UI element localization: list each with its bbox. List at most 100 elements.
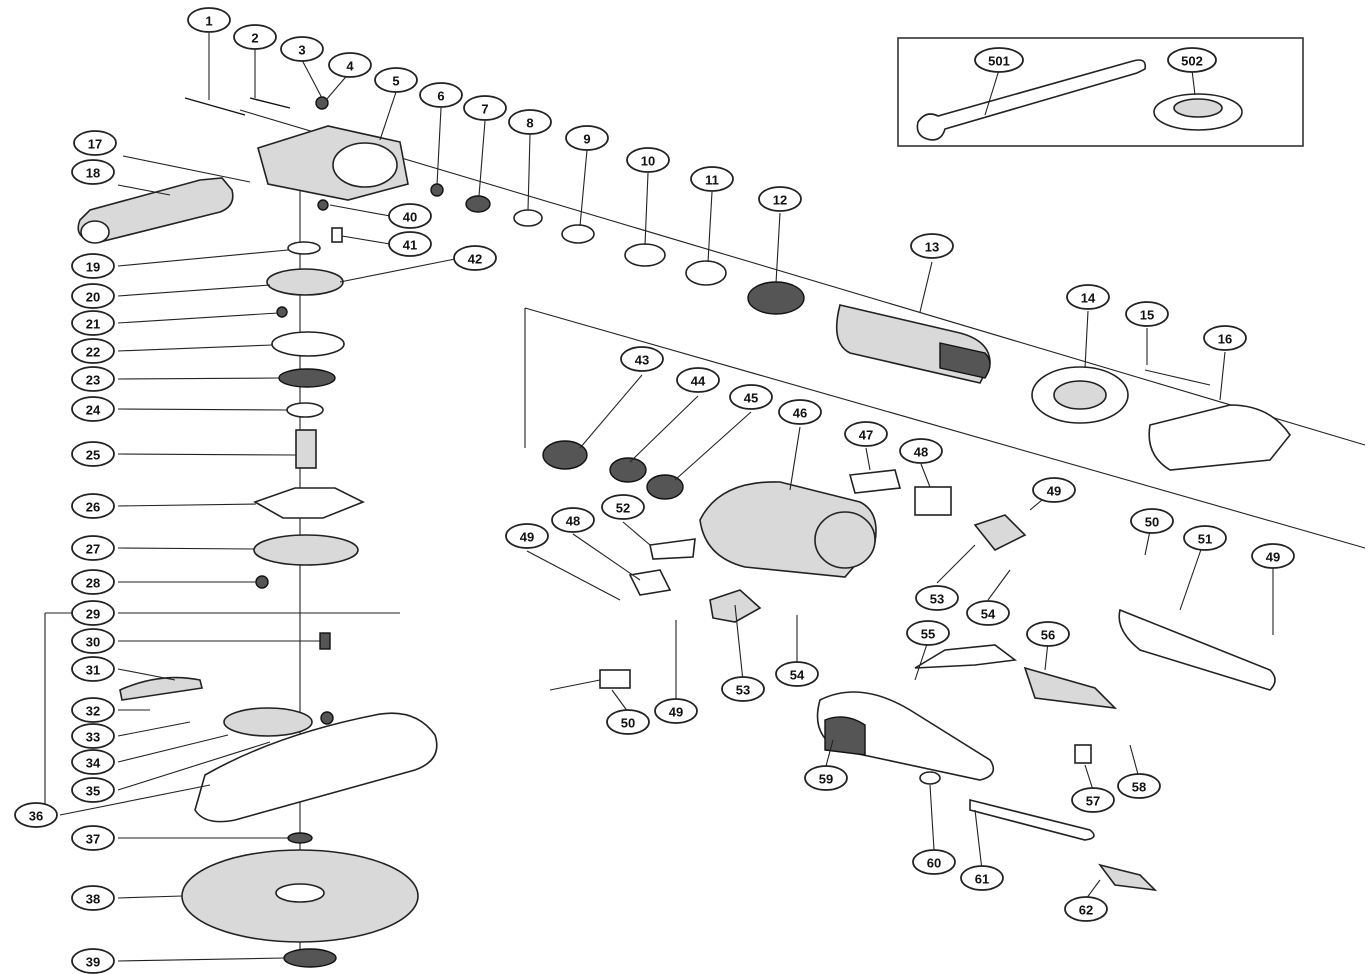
callout-number: 43 [635, 353, 649, 368]
callout-501: 501 [974, 47, 1024, 73]
callout-bubble [1125, 301, 1169, 327]
callout-bubble [960, 865, 1004, 891]
callout-number: 60 [927, 856, 941, 871]
callout-60: 60 [912, 849, 956, 875]
callout-49: 49 [654, 698, 698, 724]
callout-bubble [844, 421, 888, 447]
callout-number: 48 [914, 445, 928, 460]
callout-number: 32 [86, 704, 100, 719]
callout-number: 501 [988, 54, 1010, 69]
callout-bubble [775, 661, 819, 687]
callout-number: 22 [86, 345, 100, 360]
callout-number: 14 [1081, 291, 1096, 306]
callout-bubble [71, 441, 115, 467]
callout-47: 47 [844, 421, 888, 447]
callout-number: 1 [205, 14, 212, 29]
callout-bubble [1203, 325, 1247, 351]
stator-part [1148, 404, 1291, 471]
callout-8: 8 [508, 109, 552, 135]
callout-number: 12 [773, 193, 787, 208]
callout-44: 44 [676, 367, 720, 393]
callout-37: 37 [71, 825, 115, 851]
callout-number: 33 [86, 730, 100, 745]
callout-number: 31 [86, 663, 100, 678]
callout-1: 1 [187, 7, 231, 33]
callout-bubble [1064, 896, 1108, 922]
callout-number: 4 [346, 59, 354, 74]
callout-52: 52 [601, 494, 645, 520]
callout-number: 61 [975, 872, 989, 887]
callout-number: 25 [86, 448, 100, 463]
callout-35: 35 [71, 777, 115, 803]
callout-55: 55 [906, 620, 950, 646]
callout-61: 61 [960, 865, 1004, 891]
callout-number: 6 [437, 89, 444, 104]
callout-number: 10 [641, 154, 655, 169]
callout-30: 30 [71, 628, 115, 654]
callout-number: 502 [1181, 54, 1203, 69]
callout-49: 49 [505, 523, 549, 549]
callout-bubble [721, 676, 765, 702]
part-drawings [77, 37, 1366, 968]
callout-bubble [71, 396, 115, 422]
callout-number: 3 [298, 43, 305, 58]
callout-7: 7 [463, 95, 507, 121]
callout-number: 13 [925, 240, 939, 255]
callout-5: 5 [374, 67, 418, 93]
callout-49: 49 [1032, 477, 1076, 503]
callout-15: 15 [1125, 301, 1169, 327]
callout-32: 32 [71, 697, 115, 723]
callout-48: 48 [899, 438, 943, 464]
callout-bubble [1026, 621, 1070, 647]
callout-number: 57 [1086, 794, 1100, 809]
callout-50: 50 [1130, 508, 1174, 534]
callout-number: 50 [1145, 515, 1159, 530]
callout-number: 15 [1140, 308, 1154, 323]
callout-bubble [1130, 508, 1174, 534]
callout-number: 9 [583, 132, 590, 147]
callout-41: 41 [388, 231, 432, 257]
callout-bubble [71, 493, 115, 519]
callout-34: 34 [71, 749, 115, 775]
callout-number: 16 [1218, 332, 1232, 347]
callout-bubble [1251, 543, 1295, 569]
callout-number: 41 [403, 238, 417, 253]
callout-bubble [463, 95, 507, 121]
callout-number: 11 [705, 173, 719, 188]
callout-number: 38 [86, 892, 100, 907]
callout-bubble [71, 825, 115, 851]
callout-labels: 1234567891011121314151617181920212223242… [14, 7, 1295, 974]
callout-bubble [565, 125, 609, 151]
callout-bubble [71, 159, 115, 185]
callout-number: 46 [793, 406, 807, 421]
callout-25: 25 [71, 441, 115, 467]
callout-62: 62 [1064, 896, 1108, 922]
callout-number: 45 [744, 391, 758, 406]
callout-42: 42 [453, 245, 497, 271]
callout-bubble [899, 438, 943, 464]
callout-bubble [1167, 47, 1217, 73]
callout-29: 29 [71, 600, 115, 626]
callout-18: 18 [71, 159, 115, 185]
callout-bubble [505, 523, 549, 549]
callout-bubble [71, 948, 115, 974]
callout-number: 24 [86, 403, 101, 418]
callout-48: 48 [551, 507, 595, 533]
callout-bubble [758, 186, 802, 212]
gasket-part [253, 487, 365, 519]
callout-number: 21 [86, 317, 100, 332]
wrench-part [916, 59, 1147, 141]
callout-bubble [328, 52, 372, 78]
callout-51: 51 [1183, 525, 1227, 551]
callout-50: 50 [606, 709, 650, 735]
callout-59: 59 [804, 765, 848, 791]
callout-53: 53 [915, 585, 959, 611]
callout-24: 24 [71, 396, 115, 422]
callout-39: 39 [71, 948, 115, 974]
callout-number: 52 [616, 501, 630, 516]
callout-number: 56 [1041, 628, 1055, 643]
callout-bubble [915, 585, 959, 611]
wheel-guard-part [194, 712, 438, 823]
callout-bubble [1066, 284, 1110, 310]
